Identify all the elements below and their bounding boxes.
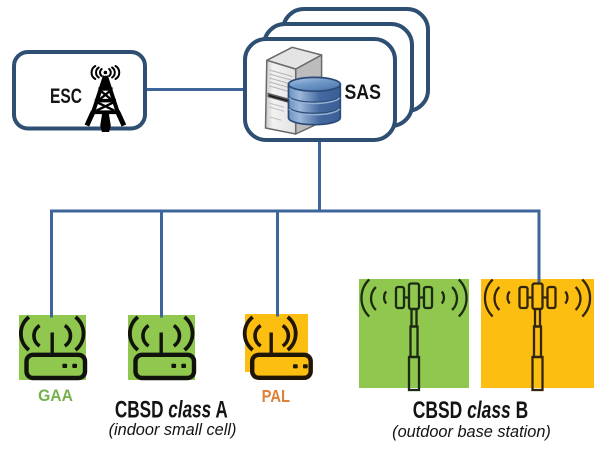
svg-text:(indoor small cell): (indoor small cell) bbox=[109, 419, 237, 438]
svg-text:ESC: ESC bbox=[50, 84, 82, 108]
svg-text:(outdoor base station): (outdoor base station) bbox=[392, 422, 551, 441]
svg-text:PAL: PAL bbox=[262, 387, 290, 407]
svg-text:SAS: SAS bbox=[344, 80, 380, 104]
svg-text:GAA: GAA bbox=[38, 387, 73, 406]
svg-text:CBSD class A: CBSD class A bbox=[115, 397, 228, 423]
svg-text:CBSD class B: CBSD class B bbox=[413, 398, 528, 424]
